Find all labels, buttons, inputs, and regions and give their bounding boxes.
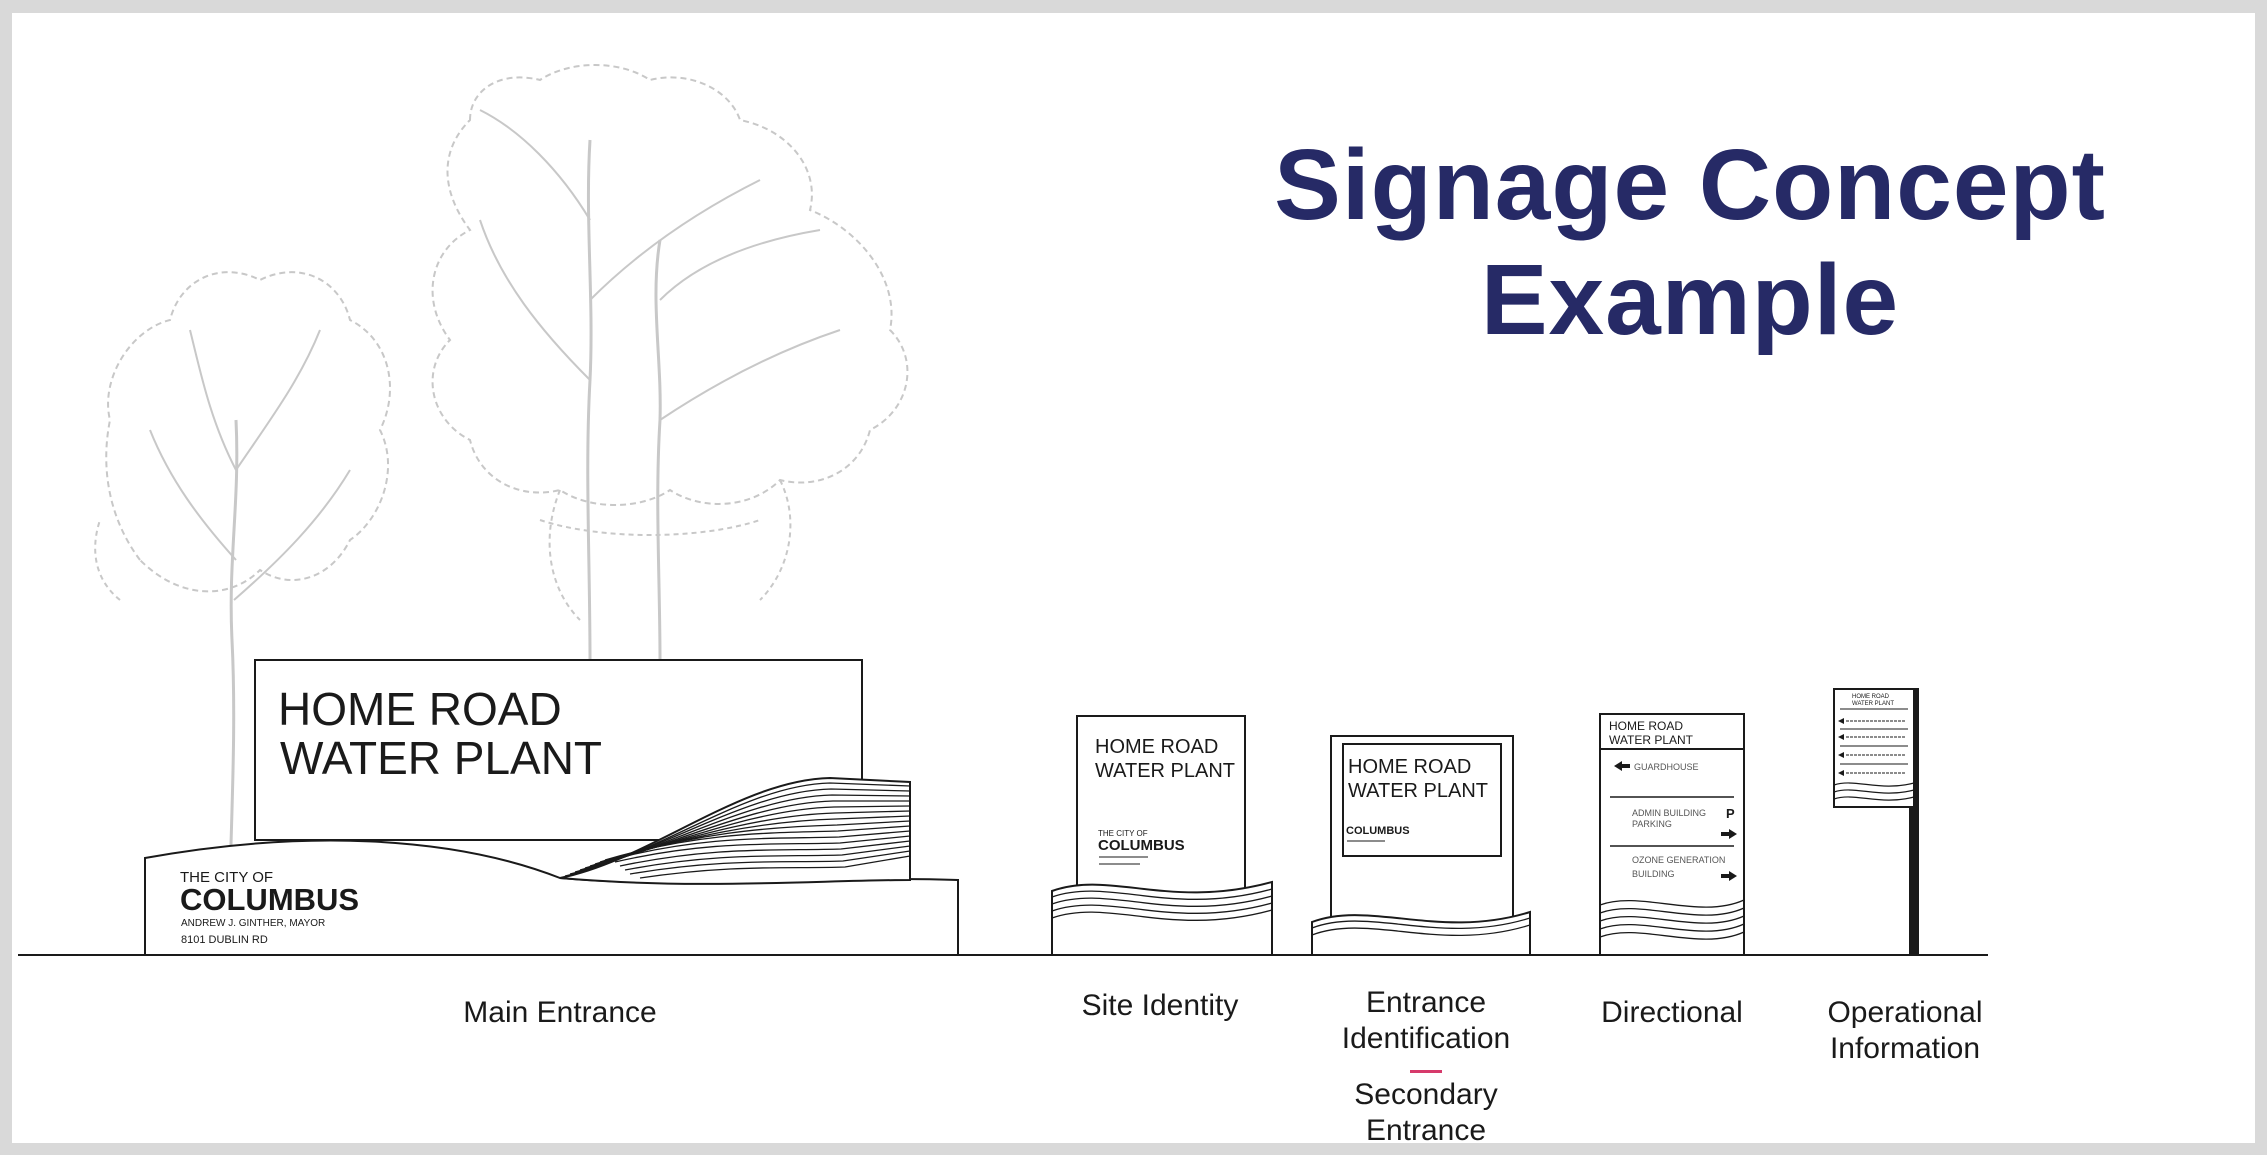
label-secondary-entrance-line1: Secondary	[1354, 1078, 1498, 1111]
operational-name-line2: WATER PLANT	[1852, 701, 1894, 707]
title-line-2: Example	[1480, 244, 1900, 356]
operational-arrow-icon-3	[1838, 752, 1844, 758]
main-entrance-sign: HOME ROAD WATER PLANT THE CITY OF COLUMB…	[144, 659, 959, 956]
tree-left	[94, 271, 391, 881]
directional-item-2-line2: PARKING	[1632, 819, 1672, 829]
operational-name-line1: HOME ROAD	[1852, 694, 1890, 700]
label-site-identity-text: Site Identity	[1081, 989, 1239, 1022]
label-site-identity: Site Identity	[1060, 988, 1260, 1024]
label-directional-text: Directional	[1601, 996, 1743, 1029]
label-operational-line2: Information	[1829, 1032, 1981, 1065]
label-main-entrance-text: Main Entrance	[463, 996, 657, 1029]
directional-item-2-line1: ADMIN BUILDING	[1632, 808, 1706, 818]
site-sign-name-line1: HOME ROAD	[1095, 736, 1218, 758]
main-sign-address: 8101 DUBLIN RD	[181, 934, 268, 946]
main-sign-mayor: ANDREW J. GINTHER, MAYOR	[181, 918, 325, 929]
label-main-entrance: Main Entrance	[400, 995, 720, 1031]
entrance-sign-name-line1: HOME ROAD	[1348, 756, 1471, 778]
main-sign-name-line1: HOME ROAD	[278, 683, 562, 735]
directional-item-1: GUARDHOUSE	[1634, 762, 1699, 772]
main-sign-name-line2: WATER PLANT	[280, 732, 602, 784]
title-line-1: Signage Concept	[1274, 129, 2106, 241]
entrance-sign-panel	[1342, 743, 1502, 857]
site-sign-name-line2: WATER PLANT	[1095, 760, 1235, 782]
label-divider	[1410, 1070, 1442, 1073]
site-sign-city-small: THE CITY OF	[1098, 829, 1148, 838]
directional-name-line2: WATER PLANT	[1609, 733, 1694, 747]
label-directional: Directional	[1572, 995, 1772, 1031]
directional-sign: HOME ROAD WATER PLANT GUARDHOUSE ADMIN B…	[1599, 713, 1745, 956]
main-sign-city-big: COLUMBUS	[180, 882, 359, 917]
tree-illustration	[94, 64, 909, 881]
main-sign-city-small: THE CITY OF	[180, 869, 273, 886]
label-operational-line1: Operational	[1827, 996, 1983, 1029]
label-operational-information: Operational Information	[1795, 995, 2015, 1067]
operational-arrow-icon-4	[1838, 770, 1844, 776]
tree-center	[431, 64, 909, 661]
label-secondary-entrance: Secondary Entrance	[1316, 1077, 1536, 1149]
directional-parking-symbol: P	[1726, 806, 1735, 821]
operational-arrow-icon-1	[1838, 718, 1844, 724]
directional-arrow-right-icon-2	[1721, 871, 1737, 881]
entrance-identification-sign: HOME ROAD WATER PLANT COLUMBUS	[1311, 735, 1531, 956]
site-identity-sign: HOME ROAD WATER PLANT THE CITY OF COLUMB…	[1051, 715, 1273, 956]
entrance-sign-city-big: COLUMBUS	[1346, 825, 1410, 837]
label-entrance-identification-line2: Identification	[1341, 1022, 1511, 1055]
directional-item-3-line2: BUILDING	[1632, 869, 1675, 879]
operational-information-sign: HOME ROAD WATER PLANT	[1833, 688, 1919, 956]
site-sign-panel	[1076, 715, 1246, 897]
site-sign-city-big: COLUMBUS	[1098, 837, 1185, 854]
entrance-sign-name-line2: WATER PLANT	[1348, 780, 1488, 802]
operational-arrow-icon-2	[1838, 734, 1844, 740]
label-entrance-identification-line1: Entrance	[1365, 986, 1487, 1019]
directional-name-line1: HOME ROAD	[1609, 719, 1683, 733]
directional-arrow-right-icon-1	[1721, 829, 1737, 839]
directional-item-3-line1: OZONE GENERATION	[1632, 855, 1725, 865]
slide-title: Signage Concept Example	[1190, 128, 2190, 358]
label-entrance-identification: Entrance Identification	[1316, 985, 1536, 1057]
directional-arrow-left-icon	[1614, 761, 1630, 771]
label-secondary-entrance-line2: Entrance	[1365, 1114, 1487, 1147]
